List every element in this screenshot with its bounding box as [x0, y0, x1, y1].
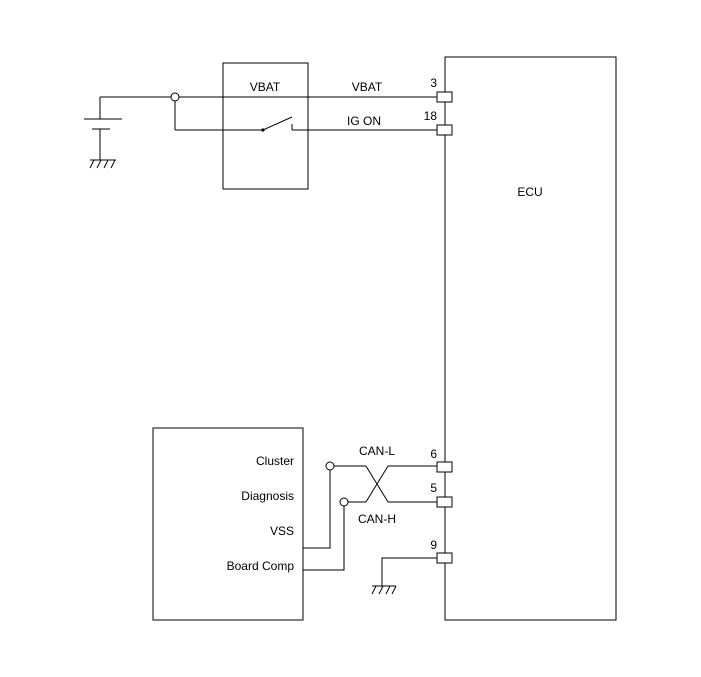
can-bus-wiring [303, 461, 437, 571]
pin-6-number: 6 [430, 447, 437, 461]
vss-label: VSS [270, 524, 294, 538]
pin-18-number: 18 [424, 109, 438, 123]
pin-5 [436, 496, 453, 508]
ecu-box [444, 56, 617, 621]
pin-5-number: 5 [430, 481, 437, 495]
pin-9-number: 9 [430, 538, 437, 552]
splice-connector [170, 92, 180, 102]
relay-label: VBAT [250, 80, 281, 94]
wire-label-ig-on: IG ON [347, 114, 381, 128]
wire-label-can-h: CAN-H [358, 512, 396, 526]
pin-9 [436, 552, 453, 564]
board-comp-label: Board Comp [227, 559, 295, 573]
diagnosis-label: Diagnosis [241, 489, 294, 503]
pin-3-number: 3 [430, 76, 437, 90]
ground-symbol-ecu [371, 585, 397, 595]
cluster-module-box [152, 427, 304, 621]
pin-18 [436, 124, 453, 136]
battery-symbol [84, 97, 122, 160]
ground-symbol-battery [89, 159, 116, 169]
ignition-switch [175, 116, 437, 132]
pin-6 [436, 461, 453, 473]
relay-box [222, 62, 309, 190]
ecu-ground-wire [381, 557, 437, 586]
cluster-label: Cluster [256, 454, 294, 468]
pin-3 [436, 91, 453, 103]
ecu-label: ECU [517, 185, 542, 199]
wire-label-can-l: CAN-L [359, 444, 395, 458]
wire-label-vbat: VBAT [352, 80, 383, 94]
